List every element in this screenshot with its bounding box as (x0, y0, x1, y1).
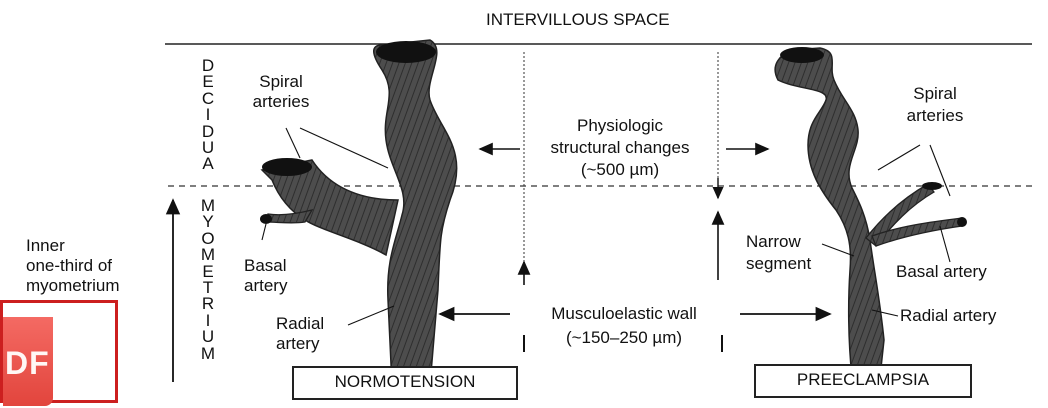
leader-basal-right (940, 226, 950, 262)
inner-third-line1: Inner (26, 236, 65, 256)
preeclampsia-box: PREECLAMPSIA (754, 364, 972, 398)
left-basal-label-1: Basal (244, 256, 287, 276)
intervillous-space-title: INTERVILLOUS SPACE (486, 10, 670, 30)
decidua-vertical-label: D E C I D U A (198, 58, 218, 173)
left-radial-label-1: Radial (276, 314, 324, 334)
pdf-badge[interactable]: DF (0, 300, 118, 403)
pdf-badge-text: DF (5, 345, 50, 382)
physiologic-label-3: (~500 µm) (520, 160, 720, 180)
leader-radial-left (348, 306, 394, 325)
pdf-icon: DF (3, 317, 53, 406)
leader-spiral-right-1 (878, 145, 920, 170)
normotension-box: NORMOTENSION (292, 366, 518, 400)
narrow-label-1: Narrow (746, 232, 801, 252)
left-spiral-label-1: Spiral (236, 72, 326, 92)
leader-basal-left (262, 224, 266, 240)
left-spiral-label-2: arteries (236, 92, 326, 112)
right-spiral-label-2: arteries (890, 106, 980, 126)
musculoelastic-label-1: Musculoelastic wall (514, 304, 734, 324)
right-radial-label: Radial artery (900, 306, 996, 326)
physiologic-label-1: Physiologic (520, 116, 720, 136)
right-spiral-label-1: Spiral (890, 84, 980, 104)
right-basal-label: Basal artery (896, 262, 987, 282)
leader-spiral-left-1 (286, 128, 300, 158)
narrow-label-2: segment (746, 254, 811, 274)
inner-third-line3: myometrium (26, 276, 120, 296)
myometrium-vertical-label: M Y O M E T R I U M (198, 198, 218, 362)
inner-third-line2: one-third of (26, 256, 112, 276)
physiologic-label-2: structural changes (520, 138, 720, 158)
musculoelastic-label-2: (~150–250 µm) (514, 328, 734, 348)
left-basal-label-2: artery (244, 276, 287, 296)
left-radial-label-2: artery (276, 334, 319, 354)
